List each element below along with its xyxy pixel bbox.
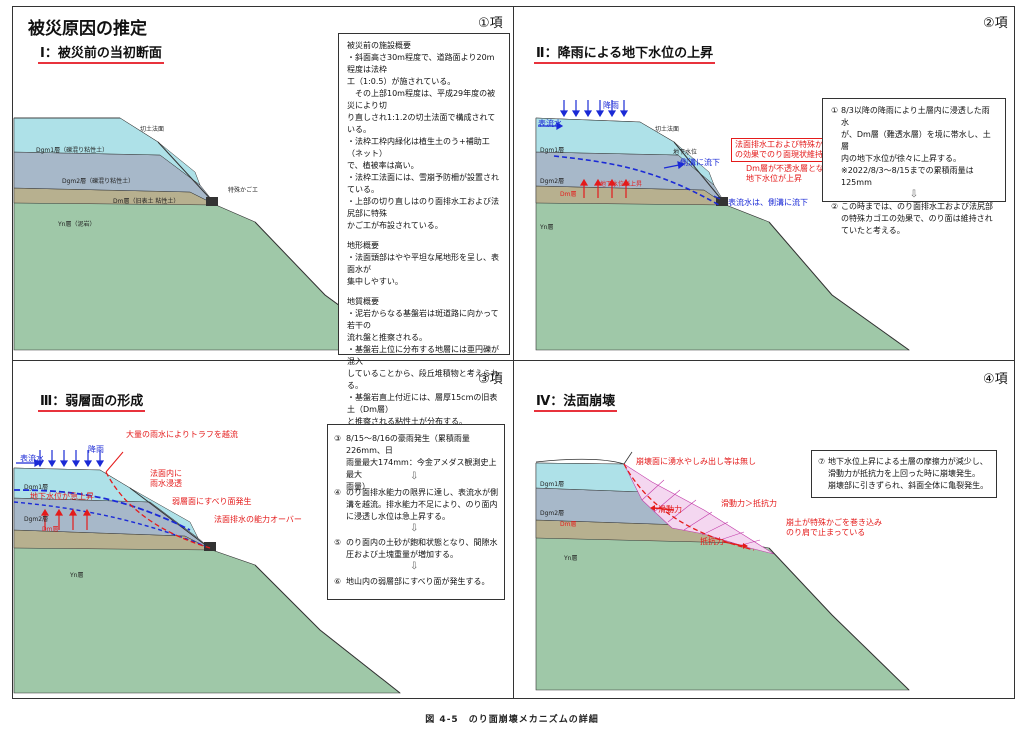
panel3-slip-label: 弱層面にすべり面発生 xyxy=(172,497,252,506)
panel4-dgm1-label: Dgm1層 xyxy=(540,481,565,488)
panel1-info-box: 被災前の施設概要 ・斜面高さ30m程度で、道路面より20m程度は法枠 工（1:0… xyxy=(338,33,510,558)
panel4-slide-force-label: 滑動力 xyxy=(658,505,682,514)
panel2-groundwater-label: 地下水位 xyxy=(673,149,698,156)
panel2-info-arrow: ⇩ xyxy=(909,189,919,200)
panel4-dgm2-label: Dgm2層 xyxy=(540,510,565,517)
panel3-yn-label: Yn層 xyxy=(70,572,84,579)
panel-divider-horizontal xyxy=(12,360,1015,361)
panel4-dm-label: Dm層 xyxy=(560,521,577,528)
panel4-yn-label: Yn層 xyxy=(564,555,578,562)
panel3-flow-3: のり面内の土砂が飽和状態となり、間隙水 圧および土塊重量が増加する。 xyxy=(346,538,498,559)
panel3-flow-4: 地山内の弱層部にすべり面が発生する。 xyxy=(346,577,490,586)
panel2-info-box: ① 8/3以降の降雨により土層内に浸透した雨水 が、Dm層（難透水層）を境に帯水… xyxy=(822,98,1006,235)
panel1-cross-section xyxy=(13,117,401,351)
panel3-dgm2-label: Dgm2層 xyxy=(24,516,49,523)
panel2-dgm1-label: Dgm1層 xyxy=(540,147,565,154)
panel2-info-c1: 8/3以降の降雨により土層内に浸透した雨水 が、Dm層（難透水層）を境に帯水し、… xyxy=(841,106,991,187)
panel2-info-c2: この時までは、のり面排水工および法尻部 の特殊カゴエの効果で、のり面は維持され … xyxy=(841,202,993,235)
panel2-title: Ⅱ：降雨による地下水位の上昇 xyxy=(534,42,716,64)
panel4-cross-section xyxy=(535,451,910,691)
panel4-info-c7-mark: ⑦ xyxy=(818,457,826,466)
panel2-yn-label: Yn層 xyxy=(540,224,554,231)
panel4-no-water-label: 崩壊面に湧水やしみ出し等は無し xyxy=(636,457,756,466)
panel1-number: ①項 xyxy=(478,16,503,31)
panel3-flow-4-mark: ⑥ xyxy=(334,577,342,586)
panel3-number: ③項 xyxy=(478,372,503,387)
panel3-flow-3-mark: ⑤ xyxy=(334,538,342,547)
panel1-dgm1-label: Dgm1層（礫混り粘性土） xyxy=(36,147,109,154)
panel2-cross-section xyxy=(535,100,910,351)
panel3-flow-2-mark: ④ xyxy=(334,488,342,497)
panel4-info-c7: 地下水位上昇による土層の摩擦力が減少し、 滑動力が抵抗力を上回った時に崩壊発生。… xyxy=(828,457,989,490)
panel3-surface-water-label: 表流水 xyxy=(20,454,44,463)
figure-caption: 図 4-5 のり面崩壊メカニズムの詳細 xyxy=(425,715,599,725)
panel2-info-c1-mark: ① xyxy=(831,106,839,115)
panel1-info-s1-body: ・斜面高さ30m程度で、道路面より20m程度は法枠 工（1:0.5）が施されてい… xyxy=(347,53,499,230)
panel3-flow-arrow-1: ⇩ xyxy=(410,471,419,482)
panel1-gabion-label: 特殊かごエ xyxy=(228,187,259,194)
panel1-title: Ⅰ：被災前の当初断面 xyxy=(38,42,164,64)
panel2-side-ditch-label: 側溝に流下 xyxy=(680,158,720,167)
panel2-info-c2-mark: ② xyxy=(831,202,839,211)
panel3-dgm1-label: Dgm1層 xyxy=(24,484,49,491)
panel1-cut-surface-label: 切土法面 xyxy=(140,126,165,133)
panel2-number: ②項 xyxy=(983,16,1008,31)
panel1-dgm2-label: Dgm2層（礫混り粘性土） xyxy=(62,178,135,185)
panel3-flow-1-mark: ③ xyxy=(334,434,342,443)
panel3-gw-rise-label: 地下水位が急上昇 xyxy=(30,492,94,501)
panel1-dm-label: Dm層（旧表土 粘性土） xyxy=(113,198,180,205)
panel4-info-box: ⑦ 地下水位上昇による土層の摩擦力が減少し、 滑動力が抵抗力を上回った時に崩壊発… xyxy=(811,450,997,498)
panel3-cross-section xyxy=(13,450,401,694)
panel1-info-s2-body: ・法面頭部はやや平坦な尾地形を呈し、表面水が 集中しやすい。 xyxy=(347,253,499,286)
panel2-dgm2-label: Dgm2層 xyxy=(540,178,565,185)
panel2-drain-box: 法面排水工および特殊かご の効果でのり面現状維持 xyxy=(731,138,835,162)
page-title: 被災原因の推定 xyxy=(28,19,147,39)
panel4-title: Ⅳ：法面崩壊 xyxy=(534,390,618,412)
panel2-dm-note: Dm層が不透水層となり 地下水位が上昇 xyxy=(746,164,832,183)
panel3-rain-label: 降雨 xyxy=(88,445,104,454)
panel1-info-s3-head: 地質概要 xyxy=(347,297,379,306)
panel1-info-s2-head: 地形概要 xyxy=(347,241,379,250)
panel4-resist-force-label: 抵抗力 xyxy=(700,537,724,546)
panel4-number: ④項 xyxy=(983,372,1008,387)
panel2-rain-label: 降雨 xyxy=(603,101,619,110)
panel3-seepage-label: 法面内に 雨水浸透 xyxy=(150,469,182,488)
panel3-title: Ⅲ：弱層面の形成 xyxy=(38,390,146,412)
panel4-stopped-label: 崩土が特殊かごを巻き込み のり肩で止まっている xyxy=(786,518,882,537)
panel1-info-s1-head: 被災前の施設概要 xyxy=(347,41,411,50)
panel2-surface-water-label: 表流水 xyxy=(538,119,562,128)
panel-divider-vertical xyxy=(513,6,514,699)
panel3-flow-1: 8/15～8/16の豪雨発生（累積雨量226mm、日 雨量最大174mm：今金ア… xyxy=(346,434,497,491)
panel3-flow-2: のり面排水能力の限界に達し、表流水が側 溝を越流。排水能力不足により、のり面内 … xyxy=(346,488,498,521)
panel2-surface-to-ditch-label: 表流水は、側溝に流下 xyxy=(728,198,808,207)
panel3-flow-arrow-2: ⇩ xyxy=(410,523,419,534)
panel2-gw-rise-label: 地下水位が上昇 xyxy=(600,181,643,188)
panel2-cut-surface-label: 切土法面 xyxy=(655,126,680,133)
panel1-yn-label: Yn層（泥岩） xyxy=(58,221,96,228)
panel2-dm-label: Dm層 xyxy=(560,191,577,198)
panel3-flow-arrow-3: ⇩ xyxy=(410,561,419,572)
panel3-drain-over-label: 法面排水の能力オーバー xyxy=(214,515,302,524)
panel4-sliding-label: 滑動力＞抵抗力 xyxy=(721,499,777,508)
panel3-trough-label: 大量の雨水によりトラフを越流 xyxy=(126,430,238,439)
panel3-flow-box: ③ 8/15～8/16の豪雨発生（累積雨量226mm、日 雨量最大174mm：今… xyxy=(327,424,505,600)
panel3-dm-label: Dm層 xyxy=(42,526,59,533)
